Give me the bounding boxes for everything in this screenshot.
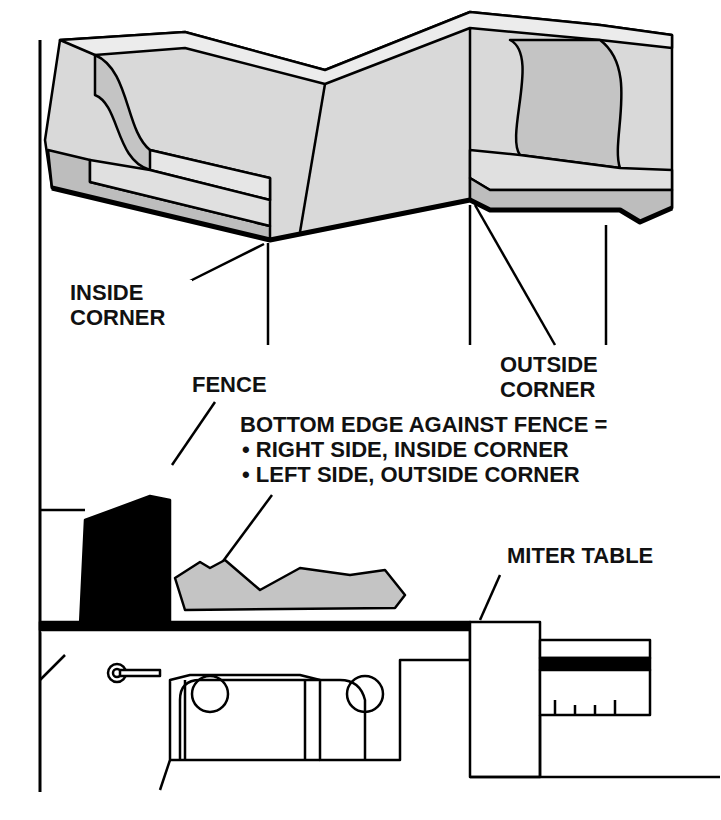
part-label: • LEFT SIDE, OUTSIDE CORNER <box>240 462 582 487</box>
part-label: BOTTOM EDGE AGAINST FENCE = <box>238 412 609 437</box>
crown-molding <box>45 12 672 240</box>
part-label: • RIGHT SIDE, INSIDE CORNER <box>240 437 571 462</box>
part-label: OUTSIDE CORNER <box>498 352 632 402</box>
miter-saw-base <box>40 496 720 790</box>
part-label: FENCE <box>190 372 269 397</box>
molding-profile <box>175 560 405 610</box>
part-label: MITER TABLE <box>505 543 655 568</box>
part-label: INSIDE CORNER <box>68 280 192 330</box>
